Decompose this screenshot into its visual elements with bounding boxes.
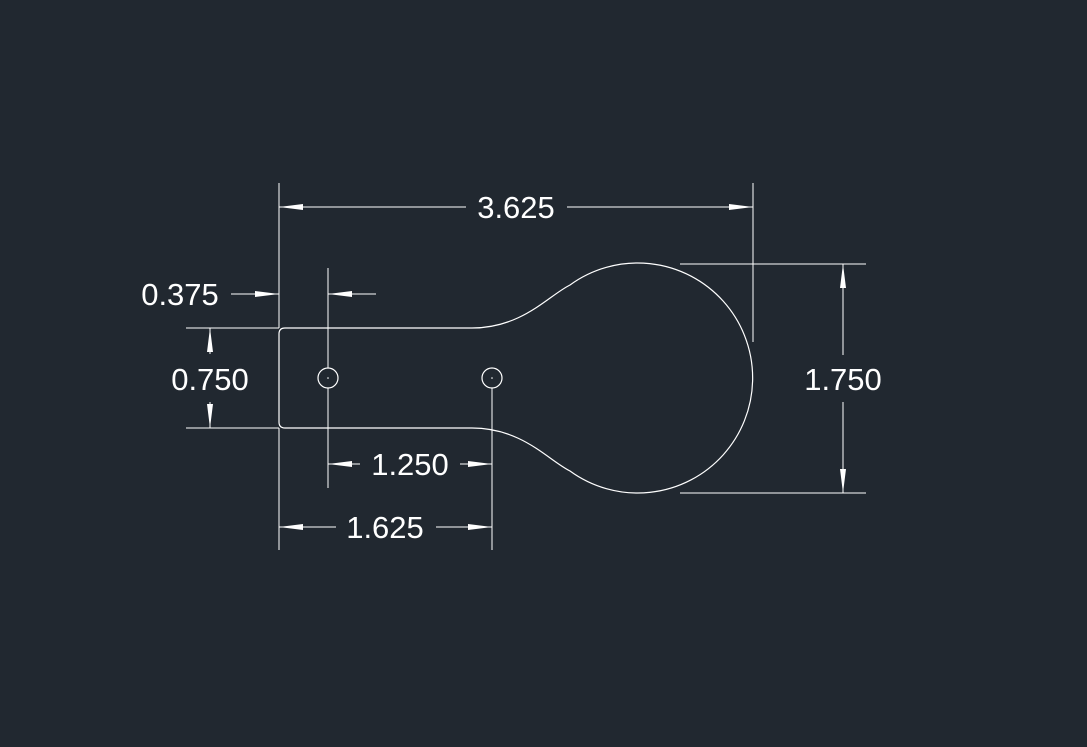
dimension-edge-to-hole[interactable]: 0.375 <box>141 277 376 312</box>
dimension-overall-length[interactable]: 3.625 <box>279 190 753 225</box>
extension-lines <box>186 183 866 550</box>
dimension-text-overall: 3.625 <box>477 190 555 225</box>
dimension-edge-to-second-hole[interactable]: 1.625 <box>279 510 492 545</box>
dimension-text-slot-width: 0.750 <box>171 362 249 397</box>
dimension-hole-spacing[interactable]: 1.250 <box>328 447 492 482</box>
hole-center-mark-2 <box>491 377 493 379</box>
part-outline <box>278 262 754 494</box>
dimension-text-bulb-diameter: 1.750 <box>804 362 882 397</box>
hole-center-mark-1 <box>327 377 329 379</box>
dimension-slot-width[interactable]: 0.750 <box>171 328 249 428</box>
dimension-text-hole-spacing: 1.250 <box>371 447 449 482</box>
dimension-text-edge-offset: 0.375 <box>141 277 219 312</box>
dimension-bulb-diameter[interactable]: 1.750 <box>804 264 882 493</box>
dimension-text-second-hole: 1.625 <box>346 510 424 545</box>
